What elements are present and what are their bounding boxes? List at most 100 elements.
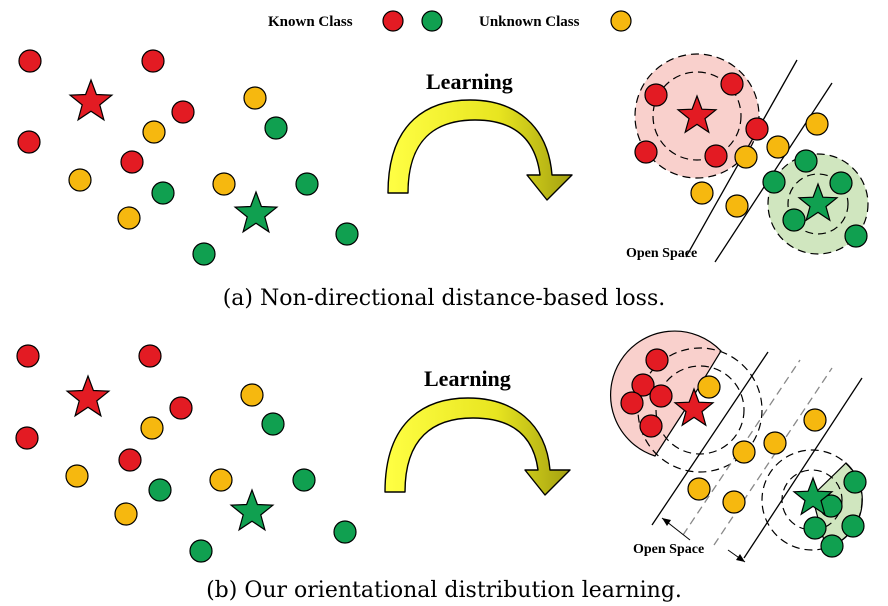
green-sample-dot <box>151 181 175 205</box>
yellow-sample-dot <box>65 464 89 488</box>
panel-b-input-scatter <box>15 344 357 563</box>
panel-a-input-scatter <box>17 49 359 266</box>
yellow-sample-dot <box>690 181 714 205</box>
green-sample-dot <box>261 412 285 436</box>
green-class-center-star-icon <box>229 488 275 532</box>
red-sample-dot <box>16 344 40 368</box>
green-sample-dot <box>803 516 827 540</box>
panel-a-open-space-label: Open Space <box>626 246 697 261</box>
red-sample-dot <box>17 130 41 154</box>
green-sample-dot <box>794 149 818 173</box>
yellow-sample-dot <box>697 375 721 399</box>
panel-b-result: Open Space <box>609 330 867 563</box>
panel-b-learning-label: Learning <box>424 366 511 391</box>
red-sample-dot <box>169 396 193 420</box>
green-sample-dot <box>292 468 316 492</box>
red-class-ring-outer <box>637 347 763 473</box>
red-sample-dot <box>644 83 668 107</box>
yellow-sample-dot <box>722 490 746 514</box>
red-sample-dot <box>704 144 728 168</box>
boundary-solid-right <box>743 377 863 559</box>
yellow-sample-dot <box>803 408 827 432</box>
panel-a-result-dots <box>634 72 868 248</box>
green-class-center-star-icon <box>792 476 834 516</box>
panel-b-result-dots <box>620 348 867 558</box>
red-sample-dot <box>15 426 39 450</box>
curved-arrow-icon <box>387 99 573 201</box>
red-sample-dot <box>18 49 42 73</box>
boundary-dashed-right <box>713 367 833 546</box>
yellow-sample-dot <box>732 440 756 464</box>
green-sample-dot <box>843 470 867 494</box>
green-sample-dot <box>335 222 359 246</box>
open-space-arrowhead-right-icon <box>736 554 745 562</box>
legend-unknown-label: Unknown Class <box>479 14 580 30</box>
yellow-sample-dot <box>114 502 138 526</box>
panel-a-caption: (a) Non-directional distance-based loss. <box>223 286 666 311</box>
green-sample-dot <box>192 242 216 266</box>
red-sample-dot <box>171 100 195 124</box>
red-class-inner-ring <box>652 71 742 161</box>
red-sample-dot <box>631 373 655 397</box>
yellow-sample-dot <box>805 112 829 136</box>
green-sample-dot <box>844 224 868 248</box>
green-class-center-star-icon <box>233 190 279 234</box>
open-space-arrowhead-left-icon <box>662 518 671 526</box>
green-class-center-star-icon <box>797 182 839 222</box>
yellow-sample-dot <box>240 383 264 407</box>
panel-b-open-space-label: Open Space <box>633 542 704 557</box>
green-class-ring-outer <box>761 449 863 551</box>
red-sample-dot <box>639 414 663 438</box>
green-sample-dot <box>820 534 844 558</box>
green-sample-dot <box>762 170 786 194</box>
yellow-sample-dot <box>212 172 236 196</box>
yellow-sample-dot <box>117 206 141 230</box>
green-sample-dot <box>148 478 172 502</box>
red-sample-dot <box>634 140 658 164</box>
red-sample-dot <box>645 348 669 372</box>
green-sample-dot <box>264 116 288 140</box>
red-sample-dot <box>138 344 162 368</box>
green-sample-dot <box>782 208 806 232</box>
panel-b-caption: (b) Our orientational distribution learn… <box>206 578 682 603</box>
green-sample-dot <box>829 171 853 195</box>
red-class-center-star-icon <box>68 78 114 122</box>
panel-b-learning-arrow: Learning <box>384 366 571 496</box>
yellow-sample-dot <box>140 416 164 440</box>
legend: Known Class Unknown Class <box>268 10 632 32</box>
yellow-sample-dot <box>687 477 711 501</box>
curved-arrow-icon <box>384 397 571 496</box>
legend-unknown-yellow-dot <box>610 10 632 32</box>
yellow-sample-dot <box>142 120 166 144</box>
yellow-sample-dot <box>766 135 790 159</box>
panel-a-learning-label: Learning <box>426 69 513 94</box>
yellow-sample-dot <box>209 468 233 492</box>
yellow-sample-dot <box>734 145 758 169</box>
green-sample-dot <box>333 520 357 544</box>
green-sample-dot <box>841 514 865 538</box>
red-sample-dot <box>649 384 673 408</box>
yellow-sample-dot <box>725 194 749 218</box>
red-sample-dot <box>118 448 142 472</box>
yellow-sample-dot <box>243 86 267 110</box>
red-sample-dot <box>745 117 769 141</box>
red-sample-dot <box>620 391 644 415</box>
red-class-center-star-icon <box>673 387 715 427</box>
red-sample-dot <box>720 72 744 96</box>
yellow-sample-dot <box>68 168 92 192</box>
green-sample-dot <box>295 172 319 196</box>
red-sample-dot <box>120 150 144 174</box>
legend-known-red-dot <box>382 10 404 32</box>
green-class-inner-ring <box>787 173 849 235</box>
legend-known-green-dot <box>421 10 443 32</box>
legend-known-label: Known Class <box>268 14 353 30</box>
red-sample-dot <box>141 49 165 73</box>
red-class-center-star-icon <box>676 94 718 134</box>
boundary-solid-left <box>651 351 769 526</box>
panel-a-result: Open Space <box>626 53 869 263</box>
red-class-center-star-icon <box>65 374 111 418</box>
green-sample-dot <box>189 539 213 563</box>
yellow-sample-dot <box>763 431 787 455</box>
panel-a-learning-arrow: Learning <box>387 69 573 201</box>
